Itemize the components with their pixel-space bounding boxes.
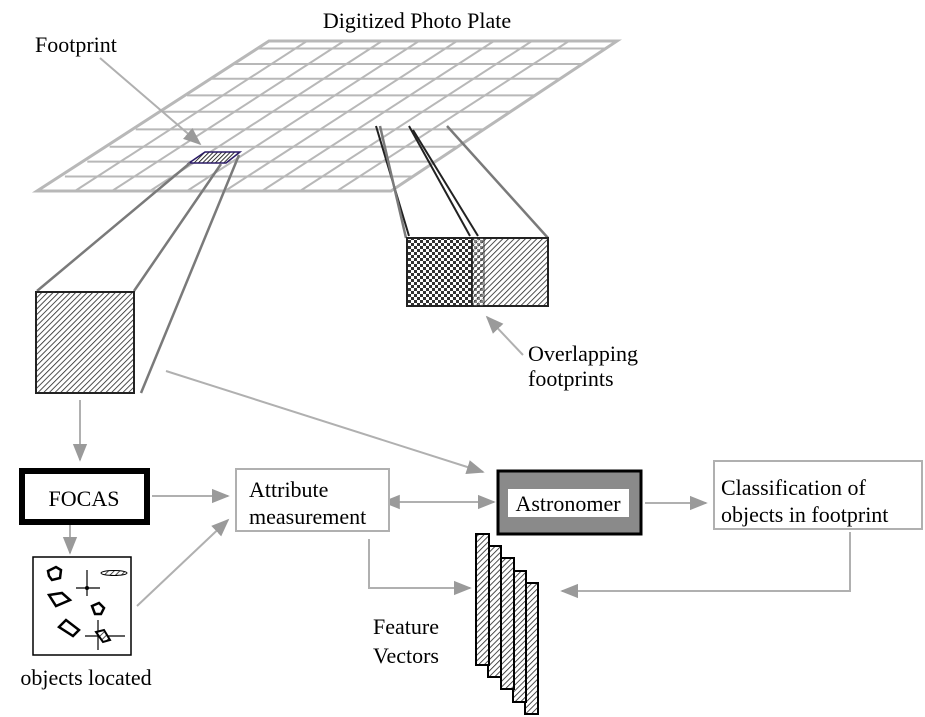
- classification-box: [713, 460, 923, 530]
- objects-located-image: [32, 556, 132, 656]
- objects-located-label: objects located: [20, 665, 151, 690]
- astronomer-label: Astronomer: [515, 491, 621, 516]
- plate-title: Digitized Photo Plate: [323, 8, 511, 33]
- attribute-label-line2: measurement: [249, 504, 366, 529]
- feature-vectors-line2: Vectors: [373, 643, 439, 668]
- focas-box: [19, 468, 150, 525]
- overlap-label-line1: Overlapping: [528, 341, 638, 366]
- overlapping-footprints: [406, 237, 549, 307]
- feature-vectors-line1: Feature: [373, 614, 439, 639]
- photo-plate-grid: [31, 39, 622, 193]
- overlap-projection-lines: [378, 125, 549, 239]
- astronomer-label-bg: [508, 489, 629, 517]
- focas-label: FOCAS: [49, 486, 120, 511]
- attribute-label-line1: Attribute: [249, 477, 328, 502]
- overlap-label-line2: footprints: [528, 366, 614, 391]
- footprint-label: Footprint: [35, 32, 117, 57]
- projection-lines: [36, 154, 241, 394]
- classification-label-line2: objects in footprint: [721, 502, 888, 527]
- attribute-box: [235, 468, 390, 532]
- footprint-cell: [186, 151, 243, 164]
- footprint-enlarged: [35, 291, 135, 394]
- feature-vectors-stack: [475, 533, 539, 715]
- connectors: [62, 57, 851, 607]
- classification-label-line1: Classification of: [721, 475, 866, 500]
